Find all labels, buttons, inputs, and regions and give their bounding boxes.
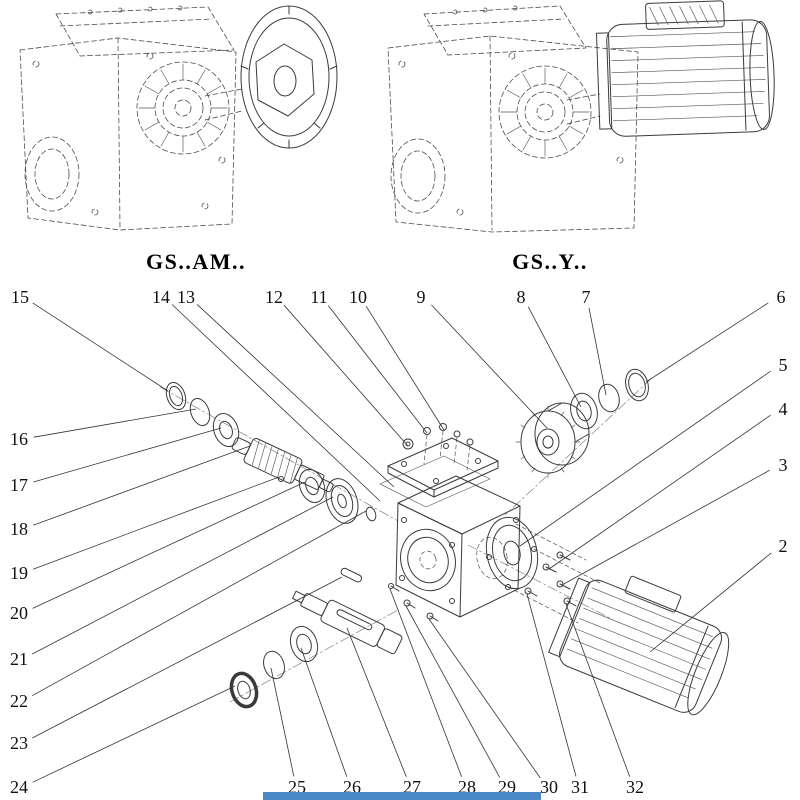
model-label-gs-y: GS..Y.. [512, 249, 588, 274]
model-label-gs-am: GS..AM.. [146, 249, 246, 274]
callout-21: 21 [10, 649, 28, 669]
callout-26: 26 [343, 777, 361, 797]
callout-18: 18 [10, 519, 28, 539]
footer-bar [263, 792, 541, 800]
callout-4: 4 [778, 399, 788, 419]
motor-drawing [595, 0, 775, 137]
part-flange-5 [485, 516, 539, 590]
callout-22: 22 [10, 691, 28, 711]
callout-19: 19 [10, 563, 28, 583]
callout-13: 13 [177, 287, 195, 307]
callout-7: 7 [581, 287, 591, 307]
callout-11: 11 [310, 287, 328, 307]
callout-31: 31 [571, 777, 589, 797]
callout-16: 16 [10, 429, 28, 449]
callout-10: 10 [349, 287, 367, 307]
callout-2: 2 [778, 536, 788, 556]
callout-9: 9 [416, 287, 426, 307]
callout-3: 3 [778, 455, 788, 475]
callout-28: 28 [458, 777, 476, 797]
callout-17: 17 [10, 475, 28, 495]
gearbox-drawing-gs-am [19, 5, 338, 231]
part-gasket-14 [379, 455, 491, 508]
callout-32: 32 [626, 777, 644, 797]
callout-12: 12 [265, 287, 283, 307]
callout-25: 25 [288, 777, 306, 797]
callout-6: 6 [776, 287, 786, 307]
callout-8: 8 [516, 287, 526, 307]
callout-20: 20 [10, 603, 28, 623]
flange-drawing [240, 5, 338, 149]
callout-23: 23 [10, 733, 28, 753]
callout-29: 29 [498, 777, 516, 797]
callout-30: 30 [540, 777, 558, 797]
gearbox-drawing-gs-y [387, 0, 775, 233]
callout-14: 14 [152, 287, 170, 307]
callout-24: 24 [10, 777, 28, 797]
callout-27: 27 [403, 777, 421, 797]
callout-15: 15 [11, 287, 29, 307]
part-ring-22 [365, 506, 377, 522]
callout-5: 5 [778, 355, 788, 375]
